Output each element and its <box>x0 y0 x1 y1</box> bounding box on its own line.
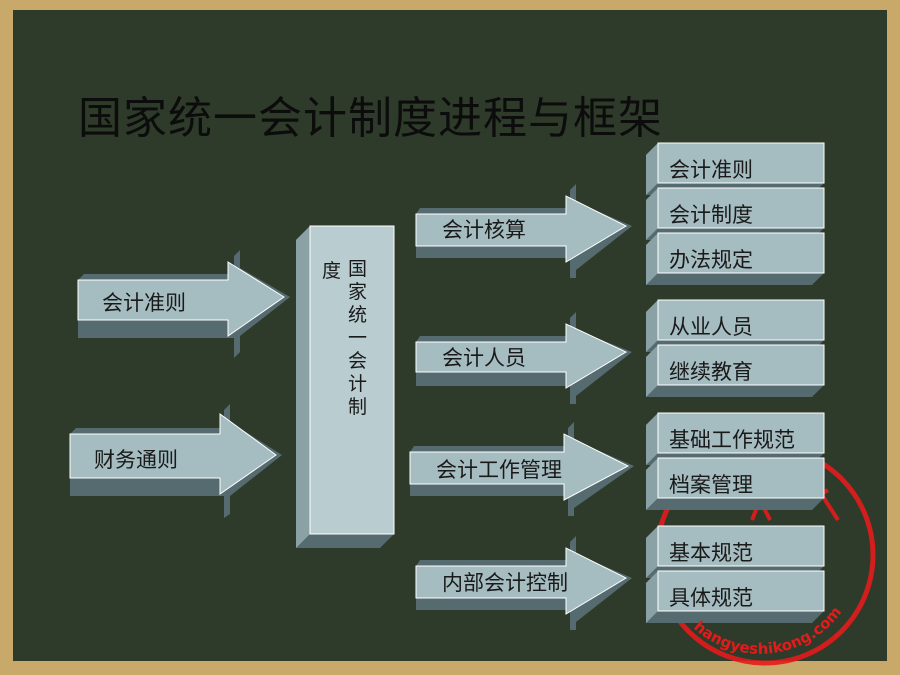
branch-arrow-2 <box>415 312 632 404</box>
input-label-2: 财务通则 <box>94 448 178 472</box>
center-box <box>296 225 395 548</box>
sub-item-label: 基本规范 <box>669 541 753 565</box>
branch-label-4: 内部会计控制 <box>442 571 568 595</box>
sub-item-label: 从业人员 <box>669 315 753 339</box>
sub-item-label: 会计制度 <box>669 203 753 227</box>
branch-label-1: 会计核算 <box>442 218 526 242</box>
sub-item-box <box>646 457 825 510</box>
branch-label-2: 会计人员 <box>442 346 526 370</box>
sub-item-box <box>646 232 825 285</box>
sub-item-label: 具体规范 <box>669 586 753 610</box>
sub-item-label: 基础工作规范 <box>669 428 795 452</box>
center-text-col2: 度 <box>322 260 342 282</box>
input-arrow-2 <box>69 404 282 518</box>
branch-arrow-3 <box>409 422 634 516</box>
input-label-1: 会计准则 <box>102 291 186 315</box>
sub-item-box <box>646 187 825 240</box>
sub-item-box <box>646 142 825 195</box>
branch-arrow-4 <box>415 536 632 630</box>
center-text-col1: 国 家 统 一 会 计 制 <box>348 258 368 418</box>
sub-item-label: 继续教育 <box>669 360 753 384</box>
sub-item-box <box>646 299 825 352</box>
sub-item-label: 办法规定 <box>669 248 753 272</box>
branch-label-3: 会计工作管理 <box>436 458 562 482</box>
stamp-url-text: hangyeshikong.com <box>690 603 845 658</box>
sub-item-label: 档案管理 <box>669 473 753 497</box>
sub-item-box <box>646 412 825 465</box>
sub-item-label: 会计准则 <box>669 158 753 182</box>
sub-item-box <box>646 344 825 397</box>
branch-arrow-1 <box>415 184 632 278</box>
sub-item-box <box>646 570 825 623</box>
sub-item-box <box>646 525 825 578</box>
input-arrow-1 <box>77 250 290 358</box>
slide-title: 国家统一会计制度进程与框架 <box>78 93 663 144</box>
